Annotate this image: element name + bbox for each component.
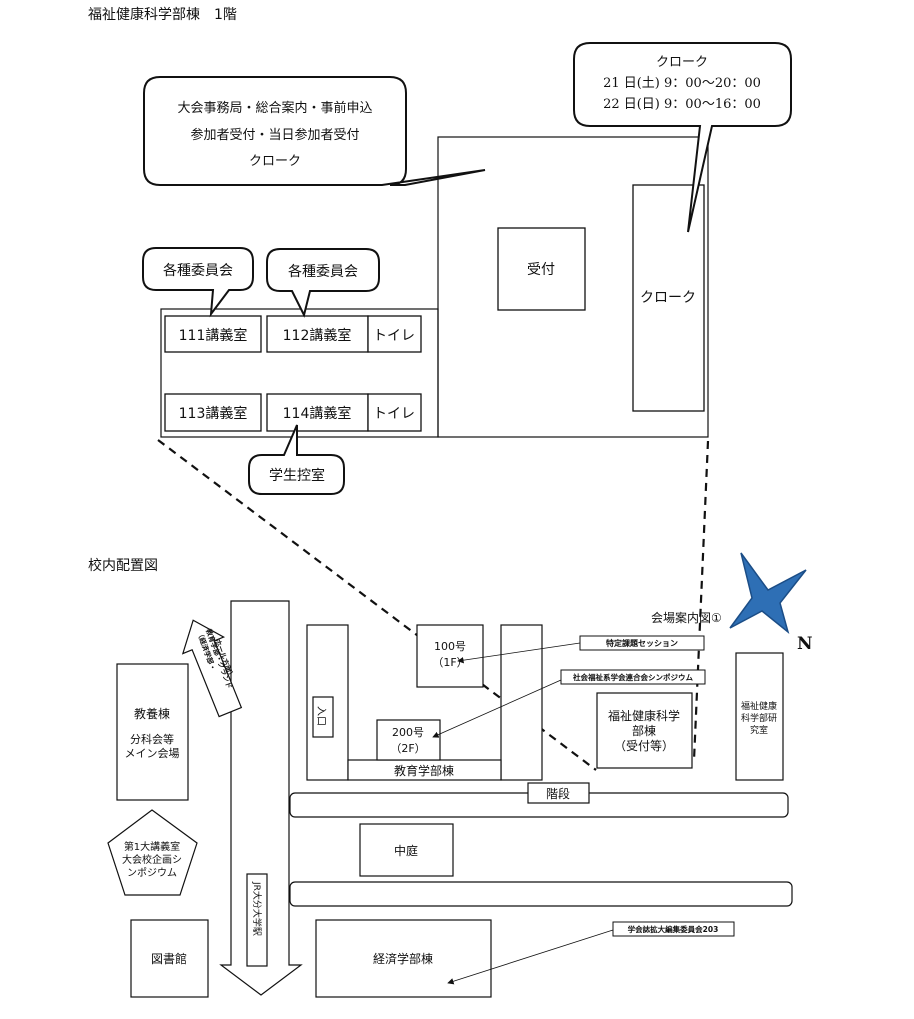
callout-student-lounge: 学生控室 bbox=[248, 424, 345, 495]
callout-committee-1-label: 各種委員会 bbox=[163, 263, 233, 279]
toilet-lower[interactable]: トイレ bbox=[367, 393, 422, 432]
room-112-label: 112講義室 bbox=[283, 327, 352, 344]
tag-special-session[interactable]: 特定課題セッション bbox=[579, 635, 705, 651]
welfare-lab-line-3: 究室 bbox=[750, 724, 768, 736]
callout-student-lounge-label: 学生控室 bbox=[269, 467, 325, 484]
cloak-area[interactable]: クローク bbox=[632, 184, 705, 412]
library[interactable]: 図書館 bbox=[130, 919, 209, 998]
hall-outline bbox=[437, 136, 709, 438]
callout-main-office-line-3: クローク bbox=[249, 154, 301, 169]
callout-committee-1: 各種委員会 bbox=[142, 247, 254, 318]
pointer-joint-symposium bbox=[432, 679, 562, 738]
welfare-building[interactable]: 福祉健康科学 部棟 （受付等） bbox=[596, 692, 693, 769]
courtyard-label: 中庭 bbox=[394, 843, 418, 858]
callout-committee-2: 各種委員会 bbox=[266, 248, 380, 318]
room-100-line-1: 100号 bbox=[434, 640, 466, 653]
zoom-line-right bbox=[692, 440, 710, 761]
kyoyo-sub-1: 分科会等 bbox=[130, 732, 174, 746]
courtyard[interactable]: 中庭 bbox=[359, 823, 454, 877]
room-114-label: 114講義室 bbox=[283, 405, 352, 422]
campus-layout-title: 校内配置図 bbox=[88, 557, 158, 574]
stairs[interactable]: 階段 bbox=[527, 782, 590, 804]
tag-joint-symposium-label: 社会福祉系学会連合会シンポジウム bbox=[572, 672, 693, 682]
lecture-hall-1[interactable]: 第1大講義室 大会校企画シ ンポジウム bbox=[107, 809, 198, 896]
venue-map-label: 会場案内図① bbox=[651, 610, 722, 625]
north-label: N bbox=[797, 634, 813, 654]
welfare-building-line-3: （受付等） bbox=[614, 739, 674, 753]
library-label: 図書館 bbox=[151, 951, 187, 966]
entrance[interactable] bbox=[312, 696, 334, 738]
lecture-hall-1-line-3: ンポジウム bbox=[127, 867, 177, 879]
welfare-lab-line-2: 科学部研 bbox=[741, 712, 777, 724]
room-200-line-2: （2F） bbox=[390, 742, 425, 755]
room-113-label: 113講義室 bbox=[179, 405, 248, 422]
tag-editorial-committee-label: 学会誌拡大編集委員会203 bbox=[628, 924, 719, 934]
toilet-lower-label: トイレ bbox=[373, 406, 415, 422]
zoom-line-left bbox=[157, 439, 597, 771]
floor-title: 福祉健康科学部棟 1階 bbox=[88, 6, 237, 23]
welfare-building-line-1: 福祉健康科学 bbox=[608, 708, 680, 723]
callout-cloak-hours: クローク 21 日(土) 9：00〜20：00 22 日(日) 9：00〜16：… bbox=[573, 42, 792, 233]
room-111-label: 111講義室 bbox=[179, 327, 248, 344]
pointer-editorial-committee bbox=[447, 929, 614, 985]
kyoyo-sub-2: メイン会場 bbox=[125, 747, 180, 760]
lecture-hall-1-line-2: 大会校企画シ bbox=[122, 853, 182, 866]
welfare-lab[interactable]: 福祉健康 科学部研 究室 bbox=[735, 652, 784, 781]
station-label: JR大分大学駅 bbox=[251, 881, 263, 936]
tag-special-session-label: 特定課題セッション bbox=[606, 638, 678, 648]
callout-main-office-line-2: 参加者受付・当日参加者受付 bbox=[190, 127, 359, 143]
room-113[interactable]: 113講義室 bbox=[164, 393, 262, 432]
pointer-special-session bbox=[457, 642, 581, 664]
cloak-label: クローク bbox=[640, 290, 696, 306]
room-114[interactable]: 114講義室 bbox=[266, 393, 369, 432]
corridor-lower bbox=[289, 881, 793, 907]
callout-main-office: 大会事務局・総合案内・事前申込 参加者受付・当日参加者受付 クローク bbox=[143, 76, 486, 186]
callout-cloak-line-1: クローク bbox=[656, 55, 708, 70]
road-to-station[interactable]: JR大分大学駅 bbox=[219, 600, 303, 996]
room-200-line-1: 200号 bbox=[392, 726, 424, 739]
reception-area[interactable]: 受付 bbox=[497, 227, 586, 311]
economics-building-label: 経済学部棟 bbox=[373, 951, 433, 966]
toilet-upper[interactable]: トイレ bbox=[367, 315, 422, 353]
room-111[interactable]: 111講義室 bbox=[164, 315, 262, 353]
education-building[interactable]: 教育学部棟 入口 bbox=[306, 624, 543, 781]
education-building-label: 教育学部棟 bbox=[394, 763, 454, 778]
tag-joint-symposium[interactable]: 社会福祉系学会連合会シンポジウム bbox=[560, 669, 706, 685]
room-112[interactable]: 112講義室 bbox=[266, 315, 369, 353]
callout-cloak-line-2: 21 日(土) 9：00〜20：00 bbox=[603, 76, 761, 91]
welfare-lab-line-1: 福祉健康 bbox=[741, 700, 777, 712]
kyoyo-name: 教養棟 bbox=[134, 706, 170, 721]
welfare-building-line-2: 部棟 bbox=[632, 723, 656, 738]
kyoyo-building[interactable]: 教養棟 分科会等 メイン会場 bbox=[116, 663, 189, 801]
floor-plan bbox=[160, 136, 709, 438]
callout-cloak-line-3: 22 日(日) 9：00〜16：00 bbox=[603, 97, 761, 112]
tag-editorial-committee[interactable]: 学会誌拡大編集委員会203 bbox=[612, 921, 735, 937]
room-100[interactable]: 100号 （1F） bbox=[416, 624, 484, 688]
north-compass-icon: N bbox=[729, 552, 813, 654]
room-100-line-2: （1F） bbox=[432, 656, 467, 669]
economics-building[interactable]: 経済学部棟 bbox=[315, 919, 492, 998]
room-200[interactable]: 200号 （2F） bbox=[376, 719, 441, 761]
lecture-hall-1-line-1: 第1大講義室 bbox=[124, 840, 180, 853]
callout-main-office-line-1: 大会事務局・総合案内・事前申込 bbox=[177, 100, 372, 116]
stairs-label: 階段 bbox=[546, 786, 570, 801]
reception-label: 受付 bbox=[527, 262, 555, 278]
entrance-label: 入口 bbox=[315, 706, 326, 726]
toilet-upper-label: トイレ bbox=[373, 328, 415, 344]
callout-committee-2-label: 各種委員会 bbox=[288, 264, 358, 280]
